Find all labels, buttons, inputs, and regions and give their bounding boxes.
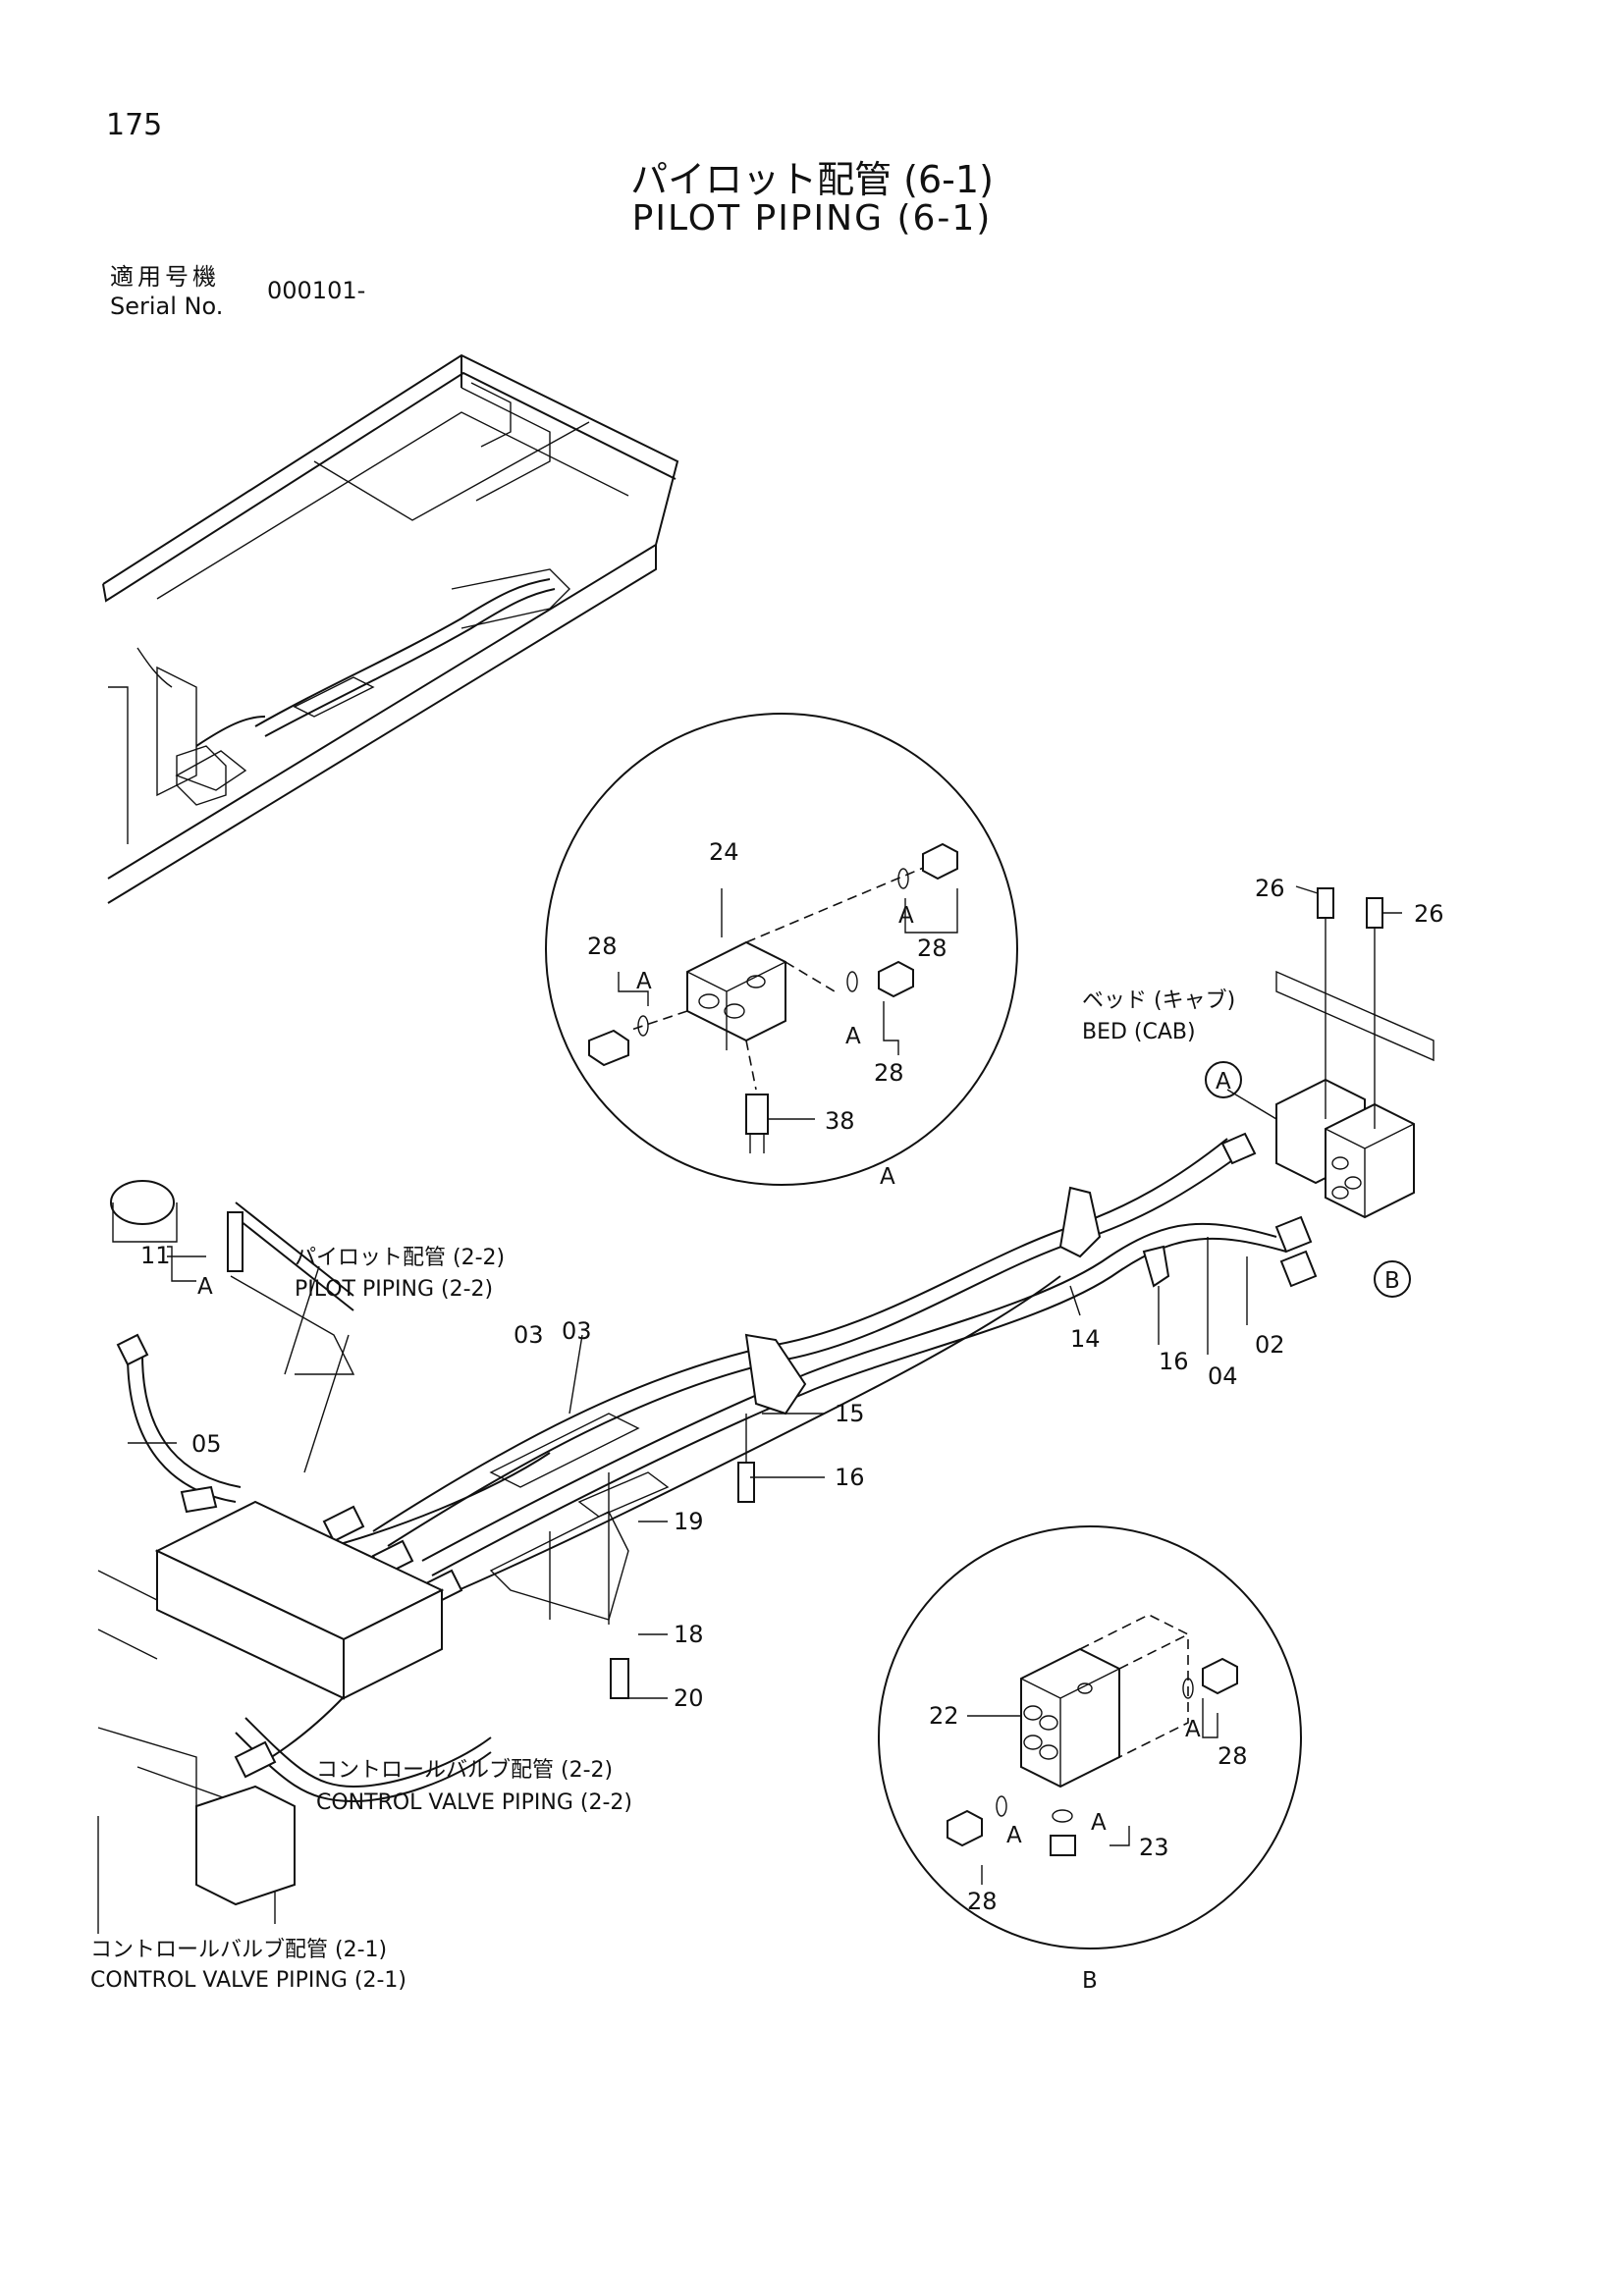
page-title-japanese: パイロット配管 (6-1) (630, 158, 994, 201)
callout-28-c: 28 (874, 1059, 904, 1087)
callout-23: 23 (1139, 1834, 1169, 1861)
ref-cv21-en: CONTROL VALVE PIPING (2-1) (90, 1968, 406, 1993)
callout-03-a: 03 (514, 1321, 544, 1349)
callout-28-e: 28 (967, 1888, 998, 1915)
callout-28-d: 28 (1218, 1742, 1248, 1770)
marker-a-1: A (636, 969, 652, 994)
callout-38: 38 (825, 1107, 855, 1135)
marker-a-circle (1205, 1061, 1242, 1098)
ref-pilot-en: PILOT PIPING (2-2) (295, 1277, 493, 1302)
machine-frame-drawing (102, 353, 679, 904)
ref-cv22-en: CONTROL VALVE PIPING (2-2) (316, 1790, 632, 1815)
marker-b-circle (1374, 1260, 1411, 1298)
callout-11: 11 (140, 1242, 171, 1269)
callout-22: 22 (929, 1702, 959, 1730)
callout-14: 14 (1070, 1325, 1101, 1353)
marker-a-6: A (1091, 1810, 1107, 1836)
ref-bed-en: BED (CAB) (1082, 1020, 1196, 1044)
leader-lines (128, 885, 1402, 1699)
callout-24: 24 (709, 838, 739, 866)
clamp-and-control-valve (97, 1180, 670, 1934)
callout-16-b: 16 (835, 1464, 865, 1491)
callout-16-a: 16 (1159, 1348, 1189, 1375)
callout-02: 02 (1255, 1331, 1285, 1359)
detail-a-label: A (880, 1164, 895, 1190)
ref-pilot-jp: パイロット配管 (2-2) (295, 1246, 505, 1270)
serial-label-japanese: 適用号機 (110, 263, 220, 291)
ref-bed-jp: ベッド (キャブ) (1082, 988, 1235, 1013)
serial-number-value: 000101- (267, 277, 366, 304)
marker-a-5: A (1185, 1717, 1201, 1742)
page-title-english: PILOT PIPING (6-1) (631, 198, 993, 239)
marker-a-4: A (197, 1274, 213, 1300)
marker-a-2: A (898, 903, 914, 929)
detail-a-view (545, 713, 1018, 1186)
callout-04: 04 (1208, 1362, 1238, 1390)
callout-numbers: 24 28 28 28 38 26 26 11 05 03 03 14 16 0… (140, 838, 1444, 1915)
callout-18: 18 (674, 1621, 704, 1648)
detail-b-view (878, 1525, 1302, 1949)
marker-a-7: A (1006, 1823, 1022, 1848)
marker-a-3: A (845, 1024, 861, 1049)
serial-label-english: Serial No. (110, 293, 224, 320)
callout-28-a: 28 (587, 933, 618, 960)
callout-15: 15 (835, 1400, 865, 1427)
callout-26-b: 26 (1414, 900, 1444, 928)
bed-cab-valves (1226, 887, 1435, 1219)
pilot-hose-bundle (116, 1132, 1318, 1803)
callout-20: 20 (674, 1684, 704, 1712)
reference-labels: パイロット配管 (2-2) PILOT PIPING (2-2) ベッド (キャ… (90, 988, 1235, 1993)
marker-a-circle-label: A (1216, 1069, 1231, 1095)
callout-26-a: 26 (1255, 875, 1285, 902)
callout-19: 19 (674, 1508, 704, 1535)
callout-05: 05 (191, 1430, 222, 1458)
detail-b-label: B (1082, 1968, 1098, 1994)
callout-28-b: 28 (917, 934, 947, 962)
ref-cv22-jp: コントロールバルブ配管 (2-2) (316, 1758, 613, 1783)
marker-b-circle-label: B (1384, 1268, 1400, 1294)
view-markers: A A A A A A A A A B A B (197, 903, 1411, 1994)
page-number: 175 (106, 108, 163, 142)
ref-cv21-jp: コントロールバルブ配管 (2-1) (90, 1938, 387, 1962)
callout-03-b: 03 (562, 1317, 592, 1345)
